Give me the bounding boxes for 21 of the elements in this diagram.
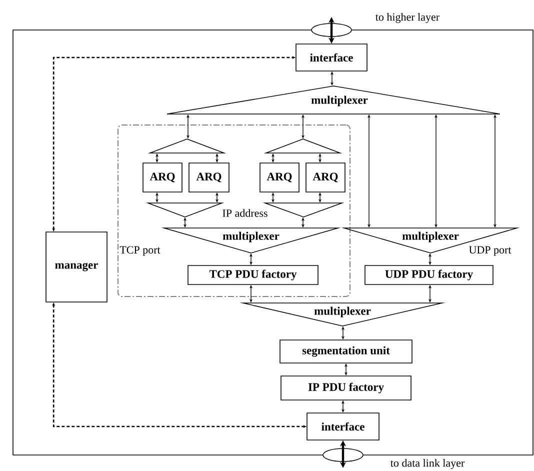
port-caption: to higher layer (376, 13, 440, 23)
process-box: segmentation unit (280, 340, 412, 364)
process-box: ARQ (306, 162, 346, 192)
layer-frame (12, 30, 534, 456)
process-box: UDP PDU factory (364, 265, 494, 285)
group-frame (118, 124, 350, 297)
process-box: IP PDU factory (280, 376, 412, 400)
process-box: manager (46, 232, 108, 302)
process-box: ARQ (188, 162, 230, 192)
multiplexer-triangle: multiplexer (166, 86, 500, 114)
process-box: ARQ (142, 162, 182, 192)
address-label: TCP port (120, 246, 160, 256)
process-box: interface (306, 412, 380, 440)
process-box: ARQ (260, 162, 300, 192)
port-ellipse (311, 23, 352, 37)
process-box: TCP PDU factory (188, 265, 318, 285)
process-box: interface (296, 44, 368, 72)
address-label: UDP port (469, 246, 512, 256)
address-label: IP address (222, 209, 268, 217)
port-ellipse (322, 448, 364, 462)
port-caption: to data link layer (390, 459, 465, 469)
